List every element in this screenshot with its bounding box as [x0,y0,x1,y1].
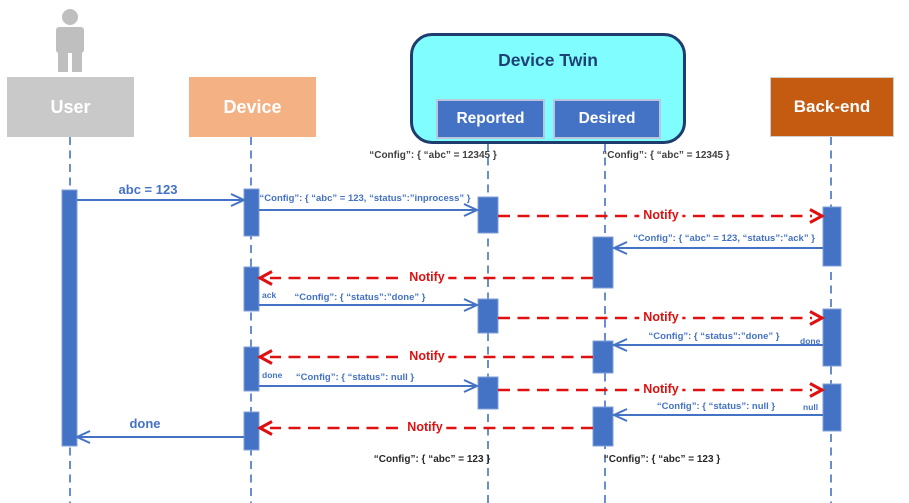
activation-device-4 [243,411,260,451]
notify-label-5: Notify [639,382,683,396]
arrow-device-to-user [74,430,244,444]
message-device-reports-done: “Config”: { “status”:”done” } [294,292,426,303]
state-reported-initial: “Config”: { “abc” = 12345 } [369,150,497,161]
activation-desired-2 [592,340,614,374]
arrow-backend-to-desired-3 [611,408,823,422]
notify-label-3: Notify [639,310,683,324]
actor-device-label: Device [223,96,282,117]
arrow-backend-to-desired-2 [611,338,823,352]
state-desired-final: “Config”: { “abc” = 123 } [603,454,721,465]
actor-device: Device [189,77,316,137]
actor-reported-label: Reported [456,110,525,127]
notify-label-2: Notify [405,270,449,284]
actor-user-label: User [50,96,91,117]
activation-backend-3 [822,383,842,432]
arrow-device-to-reported-1 [259,203,480,217]
arrow-user-to-device [77,193,247,207]
note-backend-done: done [800,336,821,346]
activation-reported-1 [477,196,499,234]
person-icon [56,9,84,72]
actor-backend: Back-end [770,77,894,137]
notify-label-6: Notify [403,420,447,434]
state-reported-final: “Config”: { “abc” = 123 } [373,454,491,465]
arrow-device-to-reported-2 [259,298,480,312]
message-device-reports-null: “Config”: { “status”: null } [295,372,415,383]
activation-user [61,189,78,447]
actor-desired-label: Desired [578,110,636,127]
activation-desired-1 [592,236,614,289]
activation-device-1 [243,188,260,237]
actor-desired: Desired [553,99,661,139]
message-device-reports-inprocess: “Config”: { “abc” = 123, “status”:”inpro… [259,193,471,204]
note-device-ack: ack [262,290,277,300]
activation-desired-3 [592,406,614,447]
activation-reported-2 [477,298,499,334]
activation-device-3 [243,346,260,392]
message-backend-sets-null: “Config”: { “status”: null } [656,401,776,412]
activation-backend-2 [822,308,842,367]
actor-user: User [7,77,134,137]
actor-backend-label: Back-end [793,97,871,116]
notify-label-1: Notify [639,208,683,222]
activation-backend-1 [822,206,842,267]
message-backend-sets-done: “Config”: { “status”:”done” } [648,331,780,342]
message-user-to-device: abc = 123 [118,182,178,197]
note-device-done: done [262,370,283,380]
state-desired-initial: “Config”: { “abc” = 12345 } [602,150,730,161]
arrow-device-to-reported-3 [259,379,480,393]
note-backend-null: null [803,402,819,412]
activation-device-2 [243,266,260,312]
arrow-backend-to-desired-1 [611,241,823,255]
message-backend-sets-ack: “Config”: { “abc” = 123, “status”:”ack” … [633,233,815,244]
twin-title: Device Twin [498,50,598,70]
activation-reported-3 [477,376,499,410]
message-device-to-user: done [129,416,161,431]
notify-label-4: Notify [405,349,449,363]
actor-reported: Reported [436,99,545,139]
twin-container: Device Twin Reported Desired [410,33,686,144]
